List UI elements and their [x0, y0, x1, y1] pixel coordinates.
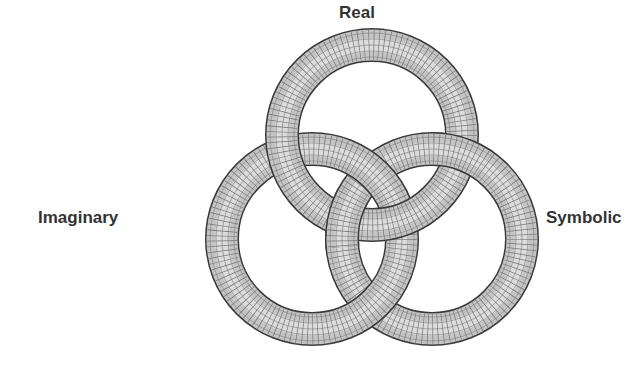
ring-label: Symbolic [546, 208, 622, 228]
ring-label: Imaginary [38, 208, 118, 228]
label-text: Imaginary [38, 208, 118, 227]
label-text: Symbolic [546, 208, 622, 227]
label-text: Real [339, 3, 375, 22]
ring-overpass [330, 137, 534, 341]
ring-label: Real [339, 3, 375, 23]
ring-overpass [330, 137, 534, 341]
